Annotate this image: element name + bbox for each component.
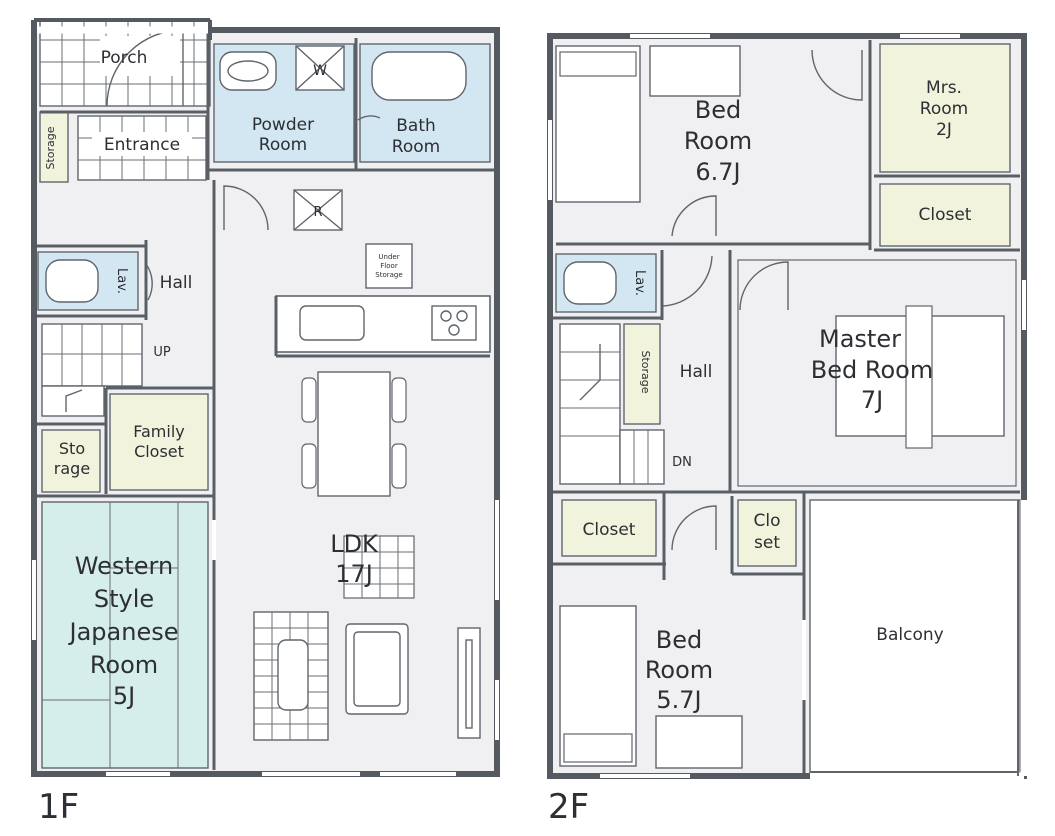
label-balcony: Balcony: [876, 625, 943, 645]
label-lav-2f: Lav.: [632, 270, 647, 296]
label-bath-2: Room: [392, 137, 440, 157]
second-floor-walls: [552, 40, 1020, 776]
label-closet-3a: Clo: [754, 511, 781, 531]
label-underfloor-3: Storage: [375, 271, 402, 279]
first-floor: Porch Entrance Storage Powder Room W Bat…: [31, 18, 500, 827]
mrs-room: [879, 43, 1011, 173]
label-storage-1: Sto: [59, 439, 85, 458]
kitchen-sink-icon: [299, 305, 365, 341]
label-porch: Porch: [101, 48, 148, 68]
label-powder-1: Powder: [252, 115, 314, 135]
label-mrs-3: 2J: [936, 120, 952, 140]
closet-1: [879, 183, 1011, 247]
first-floor-windows: [32, 500, 499, 776]
label-mrs-2: Room: [920, 99, 968, 119]
label-hall-2f: Hall: [680, 362, 713, 382]
label-bed2-2: Room: [645, 656, 713, 684]
western-room: [41, 501, 209, 769]
bedroom1-door-2: [671, 195, 717, 237]
desk-2-icon: [655, 715, 743, 769]
storage-2f: [623, 323, 661, 425]
label-stairs-up: UP: [153, 345, 171, 360]
label-master-3: 7J: [861, 386, 883, 414]
label-ldk-1: LDK: [330, 530, 379, 558]
under-floor-storage: [365, 243, 413, 289]
label-closet-2: Closet: [583, 520, 636, 540]
toilet-icon-2f: [563, 261, 617, 305]
label-bath-1: Bath: [396, 116, 436, 136]
label-powder-2: Room: [259, 135, 307, 155]
ldk-door: [223, 185, 269, 231]
label-side-storage: Storage: [44, 126, 57, 169]
label-master-2: Bed Room: [811, 356, 933, 384]
bedroom1-door: [811, 49, 863, 101]
label-lav-1f: Lav.: [114, 268, 129, 294]
first-floor-labels: Porch Entrance Storage Powder Room W Bat…: [38, 48, 440, 827]
label-underfloor-1: Under: [378, 253, 399, 261]
ldk-rug: [343, 535, 415, 599]
label-western-5: 5J: [113, 682, 135, 710]
label-hall-1f: Hall: [160, 273, 193, 293]
master-door: [739, 261, 789, 311]
entrance-area: [77, 115, 207, 181]
storage-room: [41, 429, 101, 493]
closet-2: [561, 499, 657, 557]
label-washer: W: [313, 63, 327, 79]
label-bed1-2: Room: [684, 127, 752, 155]
desk-1-icon: [649, 45, 741, 97]
label-mrs-1: Mrs.: [926, 78, 962, 98]
bathtub-icon: [371, 51, 467, 101]
label-western-4: Room: [90, 651, 158, 679]
second-floor: Bed Room 6.7J Mrs. Room 2J Closet Lav. S…: [547, 33, 1028, 827]
sofa-icon: [277, 639, 309, 711]
label-closet-1: Closet: [919, 205, 972, 225]
label-bed1-1: Bed: [695, 96, 741, 124]
coffee-table-icon: [345, 623, 409, 715]
porch-area: [39, 19, 211, 107]
second-floor-labels: Bed Room 6.7J Mrs. Room 2J Closet Lav. S…: [548, 78, 972, 827]
label-western-2: Style: [94, 585, 154, 613]
label-entrance: Entrance: [104, 135, 180, 155]
family-closet: [109, 393, 209, 491]
side-storage: [39, 111, 69, 183]
label-western-1: Western: [75, 552, 173, 580]
label-storage-2f: Storage: [639, 350, 652, 393]
label-bed2-1: Bed: [656, 626, 702, 654]
label-storage-2: rage: [54, 459, 90, 478]
toilet-icon: [45, 259, 99, 303]
closet-3: [737, 499, 797, 567]
label-bed2-3: 5.7J: [656, 686, 701, 714]
dining-table: [301, 371, 407, 497]
floor-label-1f: 1F: [38, 787, 79, 827]
tv-board-icon: [457, 627, 481, 739]
stairs-down: [559, 323, 665, 485]
label-fridge: R: [313, 205, 322, 220]
second-floor-windows: [548, 34, 1026, 778]
label-master-1: Master: [819, 325, 901, 353]
kitchen-counter: [275, 295, 491, 353]
sink-icon: [219, 51, 277, 91]
label-bed1-3: 6.7J: [695, 158, 740, 186]
floor-label-2f: 2F: [548, 787, 589, 827]
label-ldk-2: 17J: [335, 560, 373, 588]
stairs-up: [41, 323, 143, 417]
label-western-3: Japanese: [68, 618, 179, 646]
living-furniture: [253, 535, 481, 741]
second-floor-exterior: [547, 33, 1027, 779]
label-underfloor-2: Floor: [380, 262, 398, 270]
label-family-1: Family: [133, 422, 184, 441]
label-family-2: Closet: [134, 442, 184, 461]
first-floor-walls: [36, 30, 497, 770]
label-stairs-dn: DN: [672, 455, 692, 470]
label-closet-3b: set: [754, 533, 780, 553]
